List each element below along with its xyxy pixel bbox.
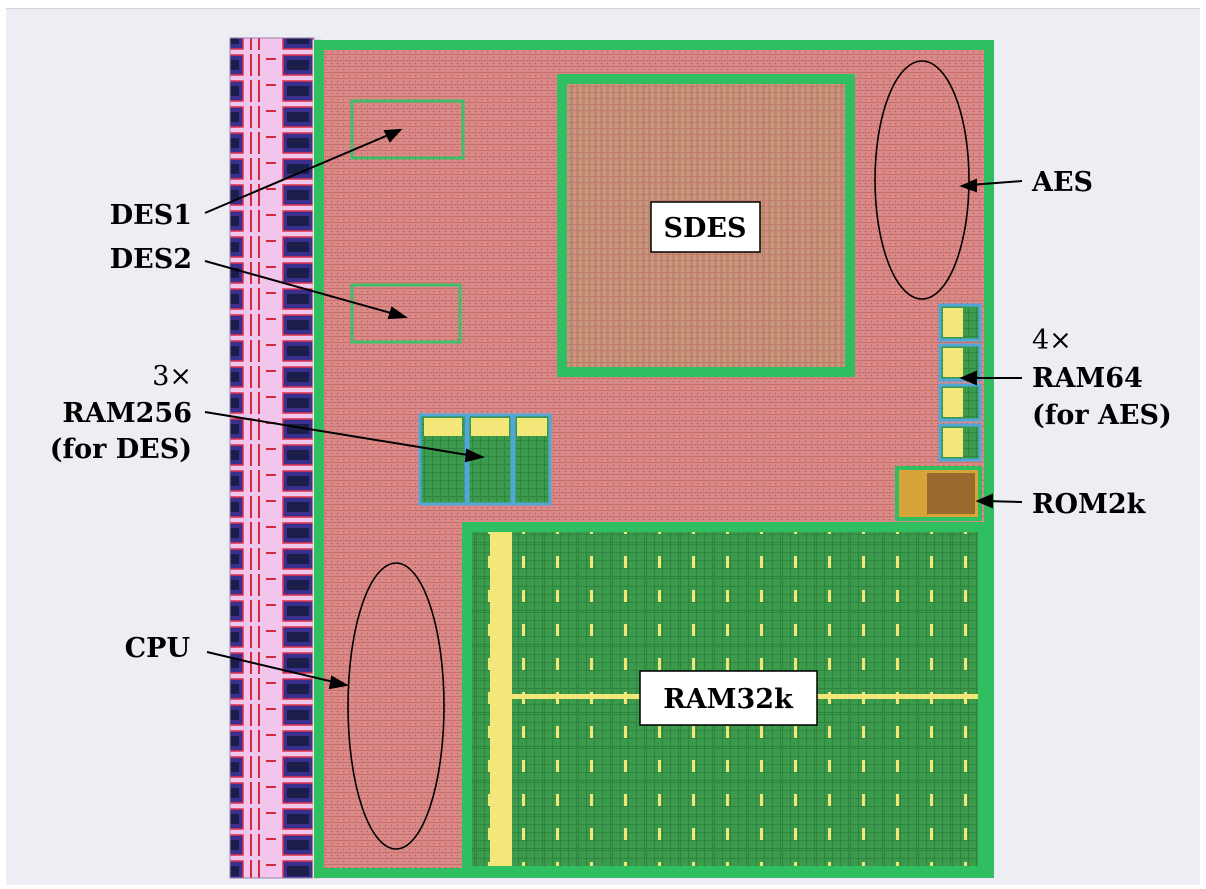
ram256-decoder: [517, 418, 547, 436]
ram256-decoder: [471, 418, 509, 436]
ram256-blocks: [418, 413, 552, 506]
ram256-decoder: [424, 418, 462, 436]
ram256-count-label: 3×: [152, 361, 192, 392]
ram256-arrowhead: [464, 448, 485, 463]
rom2k-array: [927, 473, 975, 514]
sdes-label-box: [650, 201, 761, 253]
des1-block: [350, 99, 465, 160]
des2-arrow: [204, 260, 399, 316]
ram64-arrowhead: [959, 370, 977, 386]
aes-region-outline: [874, 60, 970, 300]
ram256-label: RAM256: [62, 398, 192, 429]
ram64-decoder: [943, 428, 963, 457]
aes-arrow: [969, 180, 1023, 186]
ram64-decoder: [943, 348, 963, 377]
des1-arrowhead: [383, 128, 403, 143]
ram64-decoder: [943, 308, 963, 337]
rom2k-arrowhead: [975, 493, 993, 509]
ram256-arrow: [204, 411, 475, 457]
ram32k-label: RAM32k: [663, 684, 794, 715]
ram64-label: RAM64: [1032, 363, 1143, 394]
cpu-arrow: [206, 651, 339, 684]
aes-label: AES: [1031, 167, 1093, 198]
io-pad-column: [229, 37, 315, 879]
cpu-region-outline: [347, 562, 445, 850]
des2-arrowhead: [387, 306, 408, 320]
ram64-blocks: [938, 303, 982, 462]
aes-arrowhead: [959, 178, 977, 193]
ram32k-label-box: [639, 670, 818, 726]
rom2k-label: ROM2k: [1032, 489, 1147, 520]
ram64-for-label: (for AES): [1032, 400, 1172, 431]
des1-arrow: [204, 132, 394, 214]
ram64-decoder: [943, 388, 963, 417]
cpu-label: CPU: [125, 633, 190, 664]
sdes-label: SDES: [664, 213, 747, 244]
ram256-for-label: (for DES): [50, 434, 192, 465]
des1-label: DES1: [110, 200, 192, 231]
des2-block: [350, 283, 462, 344]
ram64-count-label: 4×: [1032, 325, 1072, 356]
ram32k-row-decoder: [490, 532, 512, 866]
des2-label: DES2: [110, 244, 192, 275]
cpu-arrowhead: [328, 675, 349, 690]
